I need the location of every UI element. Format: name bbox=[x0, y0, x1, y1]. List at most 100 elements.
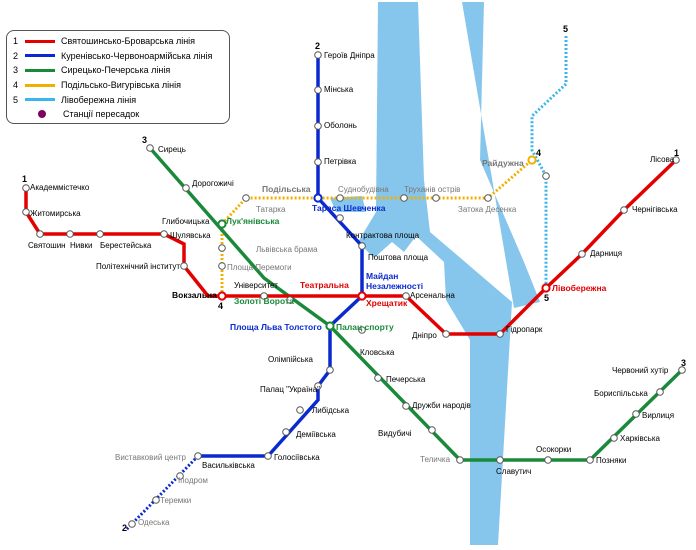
station-marker[interactable] bbox=[96, 230, 104, 238]
station-marker[interactable] bbox=[456, 456, 464, 464]
legend-number: 1 bbox=[13, 36, 19, 47]
label-olimpiiska: Олімпійська bbox=[268, 355, 314, 364]
label-zoloti-vorota: Золоті Ворота bbox=[234, 296, 294, 306]
label-palats-ukraina: Палац "Україна" bbox=[260, 385, 320, 394]
label-dnipro: Дніпро bbox=[412, 331, 437, 340]
station-marker[interactable] bbox=[128, 520, 136, 528]
label-lybidska: Либідська bbox=[312, 406, 350, 415]
station-marker[interactable] bbox=[400, 194, 408, 202]
station-marker[interactable] bbox=[180, 262, 188, 270]
label-chernihivska: Чернігівська bbox=[632, 205, 678, 214]
label-vydubychi: Видубичі bbox=[378, 429, 412, 438]
station-marker[interactable] bbox=[496, 456, 504, 464]
station-marker[interactable] bbox=[66, 230, 74, 238]
label-odeska: Одеська bbox=[138, 518, 170, 527]
station-marker[interactable] bbox=[632, 410, 640, 418]
transfer-dot-icon bbox=[38, 110, 46, 119]
station-marker[interactable] bbox=[314, 86, 322, 94]
label-tarasa: Тараса Шевченка bbox=[312, 203, 386, 213]
station-marker[interactable] bbox=[442, 330, 450, 338]
station-marker[interactable] bbox=[678, 366, 686, 374]
legend-line-swatch bbox=[25, 68, 55, 72]
station-marker[interactable] bbox=[542, 172, 550, 180]
station-marker[interactable] bbox=[22, 184, 30, 192]
station-marker[interactable] bbox=[264, 452, 272, 460]
station-marker[interactable] bbox=[496, 330, 504, 338]
station-marker[interactable] bbox=[182, 184, 190, 192]
station-marker[interactable] bbox=[282, 428, 290, 436]
legend-number: 3 bbox=[13, 65, 19, 76]
label-chervonyi-khutir: Червоний хутір bbox=[612, 366, 669, 375]
station-marker[interactable] bbox=[402, 402, 410, 410]
label-teatralna: Театральна bbox=[300, 280, 349, 290]
station-marker[interactable] bbox=[402, 292, 410, 300]
station-marker[interactable] bbox=[358, 242, 366, 250]
label-hidropark: Гідропарк bbox=[506, 325, 543, 334]
station-marker[interactable] bbox=[22, 208, 30, 216]
station-marker[interactable] bbox=[586, 456, 594, 464]
station-marker[interactable] bbox=[374, 374, 382, 382]
legend-number: 5 bbox=[13, 94, 19, 105]
label-telychka: Теличка bbox=[420, 455, 451, 464]
station-marker[interactable] bbox=[544, 456, 552, 464]
station-labels: Академмістечко Житомирська Святошин Нивк… bbox=[28, 51, 678, 527]
station-marker[interactable] bbox=[296, 406, 304, 414]
legend-label: Святошинсько-Броварська лінія bbox=[61, 36, 196, 47]
transfer-station-marker[interactable] bbox=[357, 291, 367, 301]
line-3-syretsko-pecherska bbox=[148, 146, 684, 462]
label-beresteiska: Берестейська bbox=[100, 241, 152, 250]
line-2-kurenivsko-chervonoarmiiska bbox=[198, 55, 364, 458]
station-marker[interactable] bbox=[36, 230, 44, 238]
label-petrivka: Петрівка bbox=[324, 157, 357, 166]
station-marker[interactable] bbox=[610, 434, 618, 442]
station-marker[interactable] bbox=[620, 206, 628, 214]
station-marker[interactable] bbox=[314, 51, 322, 59]
station-marker[interactable] bbox=[358, 326, 366, 334]
label-pozniaky: Позняки bbox=[596, 456, 627, 465]
station-marker[interactable] bbox=[484, 194, 492, 202]
station-marker[interactable] bbox=[152, 496, 160, 504]
station-marker[interactable] bbox=[218, 244, 226, 252]
legend-line-swatch bbox=[25, 54, 55, 58]
station-marker[interactable] bbox=[578, 250, 586, 258]
transfer-station-marker[interactable] bbox=[325, 321, 335, 331]
station-marker[interactable] bbox=[432, 194, 440, 202]
label-obolon: Оболонь bbox=[324, 121, 357, 130]
station-marker[interactable] bbox=[260, 292, 268, 300]
label-pecherska: Печерська bbox=[386, 375, 426, 384]
station-marker[interactable] bbox=[336, 194, 344, 202]
label-zhytomyrska: Житомирська bbox=[30, 209, 81, 218]
label-nyvky: Нивки bbox=[70, 241, 92, 250]
label-darnytsia: Дарниця bbox=[590, 249, 622, 258]
station-marker[interactable] bbox=[146, 144, 154, 152]
label-ploshcha-peremohy: Площа Перемоги bbox=[227, 263, 292, 272]
label-livoberezhna: Лівобережна bbox=[552, 283, 607, 293]
label-vystavkovyi: Виставковий центр bbox=[115, 453, 187, 462]
station-marker[interactable] bbox=[286, 296, 294, 304]
label-dorohozhychi: Дорогожичі bbox=[192, 179, 234, 188]
label-shuliavska: Шулявська bbox=[170, 231, 211, 240]
transfer-station-marker[interactable] bbox=[217, 219, 227, 229]
station-marker[interactable] bbox=[314, 158, 322, 166]
station-marker[interactable] bbox=[428, 426, 436, 434]
transfer-station-marker[interactable] bbox=[527, 155, 537, 165]
station-marker[interactable] bbox=[314, 382, 322, 390]
station-marker[interactable] bbox=[314, 122, 322, 130]
legend-label: Сирецько-Печерська лінія bbox=[61, 65, 171, 76]
station-marker[interactable] bbox=[218, 262, 226, 270]
station-marker[interactable] bbox=[656, 388, 664, 396]
label-palats-sportu: Палац спорту bbox=[336, 322, 394, 332]
transfer-station-marker[interactable] bbox=[313, 193, 323, 203]
station-marker[interactable] bbox=[672, 156, 680, 164]
station-marker[interactable] bbox=[160, 230, 168, 238]
station-marker[interactable] bbox=[176, 472, 184, 480]
transfer-station-marker[interactable] bbox=[217, 291, 227, 301]
station-marker[interactable] bbox=[336, 214, 344, 222]
transfer-station-marker[interactable] bbox=[541, 283, 551, 293]
station-marker[interactable] bbox=[242, 194, 250, 202]
station-marker[interactable] bbox=[194, 452, 202, 460]
station-marker[interactable] bbox=[326, 366, 334, 374]
